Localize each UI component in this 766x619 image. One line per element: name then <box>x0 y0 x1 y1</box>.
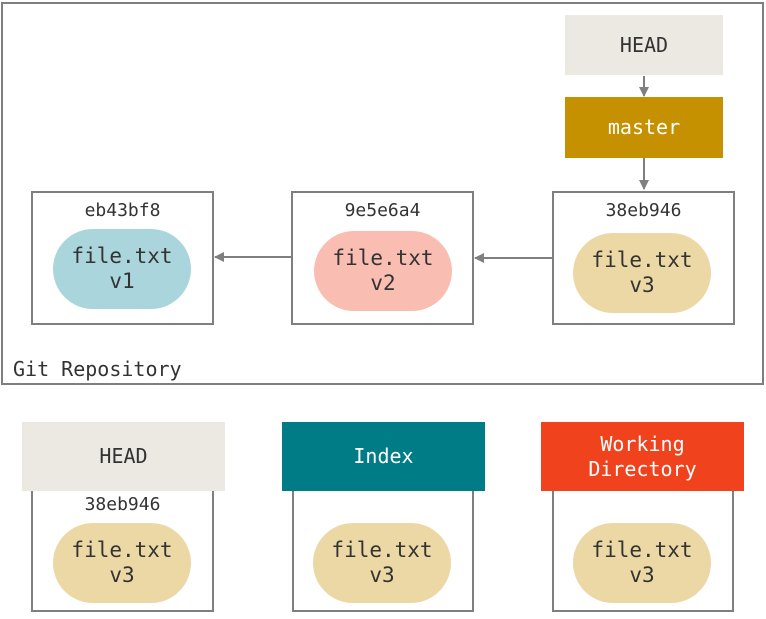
working-directory-label-line2: Directory <box>588 456 697 481</box>
working-directory-box <box>552 490 734 612</box>
blob-file-v3: file.txt v3 <box>313 523 451 603</box>
blob-filename: file.txt <box>71 244 173 268</box>
commit-hash: 9e5e6a4 <box>344 200 421 221</box>
head-tree-hash: 38eb946 <box>84 494 161 515</box>
blob-version: v3 <box>629 563 655 587</box>
head-tree-box <box>31 490 214 612</box>
blob-file-v1: file.txt v1 <box>53 229 191 309</box>
blob-filename: file.txt <box>591 248 693 272</box>
blob-version: v1 <box>109 269 135 293</box>
commit-hash: 38eb946 <box>605 200 682 221</box>
head-tree-header: HEAD <box>22 422 225 491</box>
git-repository-label: Git Repository <box>13 357 182 381</box>
blob-version: v2 <box>370 271 396 295</box>
working-directory-header: Working Directory <box>541 422 744 491</box>
git-repository-frame <box>1 2 764 385</box>
master-branch-label: master <box>607 115 681 139</box>
index-header: Index <box>282 422 485 491</box>
blob-file-v2: file.txt v2 <box>314 231 452 311</box>
blob-file-v3: file.txt v3 <box>573 523 711 603</box>
head-ref-label: HEAD <box>619 32 669 57</box>
blob-version: v3 <box>629 273 655 297</box>
index-tree-box <box>292 490 474 612</box>
blob-version: v3 <box>109 563 135 587</box>
blob-filename: file.txt <box>332 246 434 270</box>
commit-hash: eb43bf8 <box>84 200 161 221</box>
head-ref: HEAD <box>565 15 723 75</box>
index-label: Index <box>353 444 414 468</box>
blob-file-v3: file.txt v3 <box>53 523 191 603</box>
working-directory-label-line1: Working <box>600 431 685 456</box>
blob-file-v3: file.txt v3 <box>573 233 711 313</box>
blob-filename: file.txt <box>71 538 173 562</box>
blob-version: v3 <box>369 563 395 587</box>
blob-filename: file.txt <box>591 538 693 562</box>
blob-filename: file.txt <box>331 538 433 562</box>
master-branch: master <box>565 97 723 158</box>
head-tree-label: HEAD <box>99 444 148 468</box>
